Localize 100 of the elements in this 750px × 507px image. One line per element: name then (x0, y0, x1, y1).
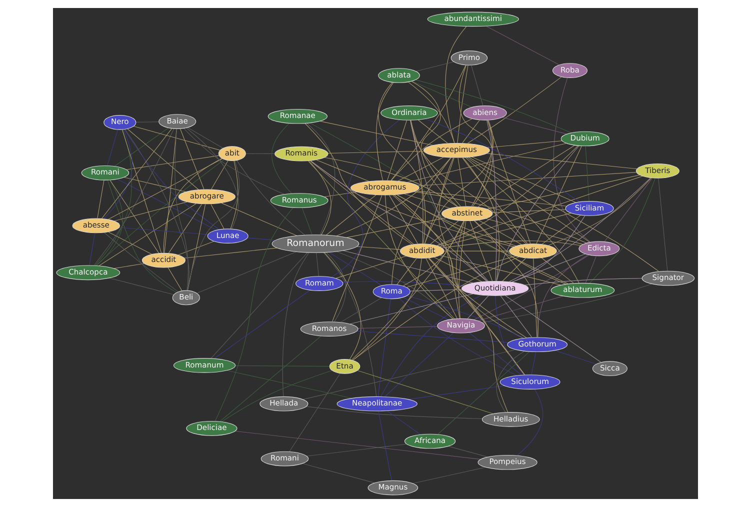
connector (486, 153, 637, 170)
connector (234, 430, 481, 460)
connector (415, 80, 571, 133)
connector (397, 156, 444, 182)
connector (342, 250, 473, 284)
node-ellipse: abit (218, 146, 246, 161)
connector (306, 444, 406, 456)
connector (469, 220, 492, 282)
node-ellipse: Romanum (172, 358, 236, 373)
connector (438, 158, 460, 319)
connector (126, 128, 198, 190)
connector (94, 130, 132, 266)
node-ellipse: Ordinaria (380, 106, 438, 120)
connector (356, 246, 400, 250)
connector (470, 120, 492, 206)
connector (410, 120, 488, 282)
connector (114, 128, 168, 166)
node-ellipse: abrogamus (350, 180, 419, 196)
connector (310, 160, 414, 244)
connector (183, 128, 284, 194)
connector (424, 158, 454, 244)
connector (457, 158, 466, 206)
connector (390, 64, 466, 180)
connector (316, 252, 318, 276)
connector (121, 130, 162, 254)
connector (220, 202, 297, 236)
connector (384, 332, 454, 397)
connector (221, 370, 332, 422)
node-ellipse: abdidit (399, 244, 444, 258)
connector (310, 160, 486, 282)
connector (100, 128, 172, 219)
connector (352, 256, 519, 360)
connector (408, 385, 504, 400)
connector (98, 203, 196, 266)
connector (414, 191, 586, 244)
connector (530, 352, 536, 375)
connector (425, 258, 457, 319)
connector (532, 258, 537, 338)
connector (210, 160, 228, 190)
connector (548, 178, 652, 246)
node-ellipse: Baiae (158, 114, 196, 129)
connector (378, 82, 425, 244)
node-ellipse: Roma (372, 284, 410, 300)
connector (417, 172, 636, 186)
node-ellipse: Edicta (578, 241, 620, 256)
connector (271, 123, 292, 194)
connector (412, 81, 472, 108)
connector (230, 160, 238, 229)
connector (470, 156, 576, 203)
connector (332, 195, 382, 322)
connector (412, 467, 486, 484)
connector (430, 220, 458, 244)
node-ellipse: Africana (404, 434, 456, 449)
connector (436, 146, 578, 246)
node-ellipse: Romanos (300, 322, 358, 336)
connector (378, 411, 392, 481)
connector (473, 220, 538, 338)
connector (109, 180, 159, 254)
connector (167, 267, 182, 291)
connector (466, 157, 590, 242)
node-ellipse: Signator (641, 270, 694, 286)
node-ellipse: Lunae (206, 228, 248, 244)
connector (486, 174, 640, 210)
node-ellipse: Romanis (274, 146, 328, 162)
connector (102, 130, 132, 220)
connector (106, 180, 176, 293)
connector (404, 194, 450, 208)
connector (124, 130, 218, 230)
connector (410, 120, 460, 207)
node-ellipse: Dubium (560, 131, 609, 146)
node-ellipse: Romani (80, 166, 129, 180)
node-ellipse: abstinet (441, 206, 492, 222)
connector (323, 252, 361, 360)
connector (116, 178, 216, 230)
connector (113, 202, 187, 222)
connector (388, 195, 418, 244)
connector (584, 146, 589, 202)
connector (356, 330, 508, 343)
connector (396, 258, 416, 285)
node-ellipse: ablaturum (550, 282, 614, 298)
node-ellipse: Roba (552, 63, 588, 78)
connector (486, 26, 559, 65)
node-ellipse: Hellada (259, 396, 308, 412)
connector (307, 160, 454, 319)
connector (123, 177, 186, 192)
connector (554, 350, 596, 364)
connector (428, 258, 526, 338)
connector (214, 208, 293, 422)
connector (336, 251, 453, 320)
connector (96, 180, 104, 218)
connector (494, 296, 524, 375)
connector (466, 76, 562, 144)
node-ellipse: Navigia (436, 318, 484, 334)
connector (162, 158, 222, 253)
node-ellipse: accepimus (423, 142, 490, 158)
connector (316, 160, 369, 182)
node-ellipse: Magnus (367, 480, 418, 496)
node-ellipse: Neapolitanae (336, 396, 417, 412)
connector (584, 256, 596, 284)
connector (456, 65, 468, 144)
